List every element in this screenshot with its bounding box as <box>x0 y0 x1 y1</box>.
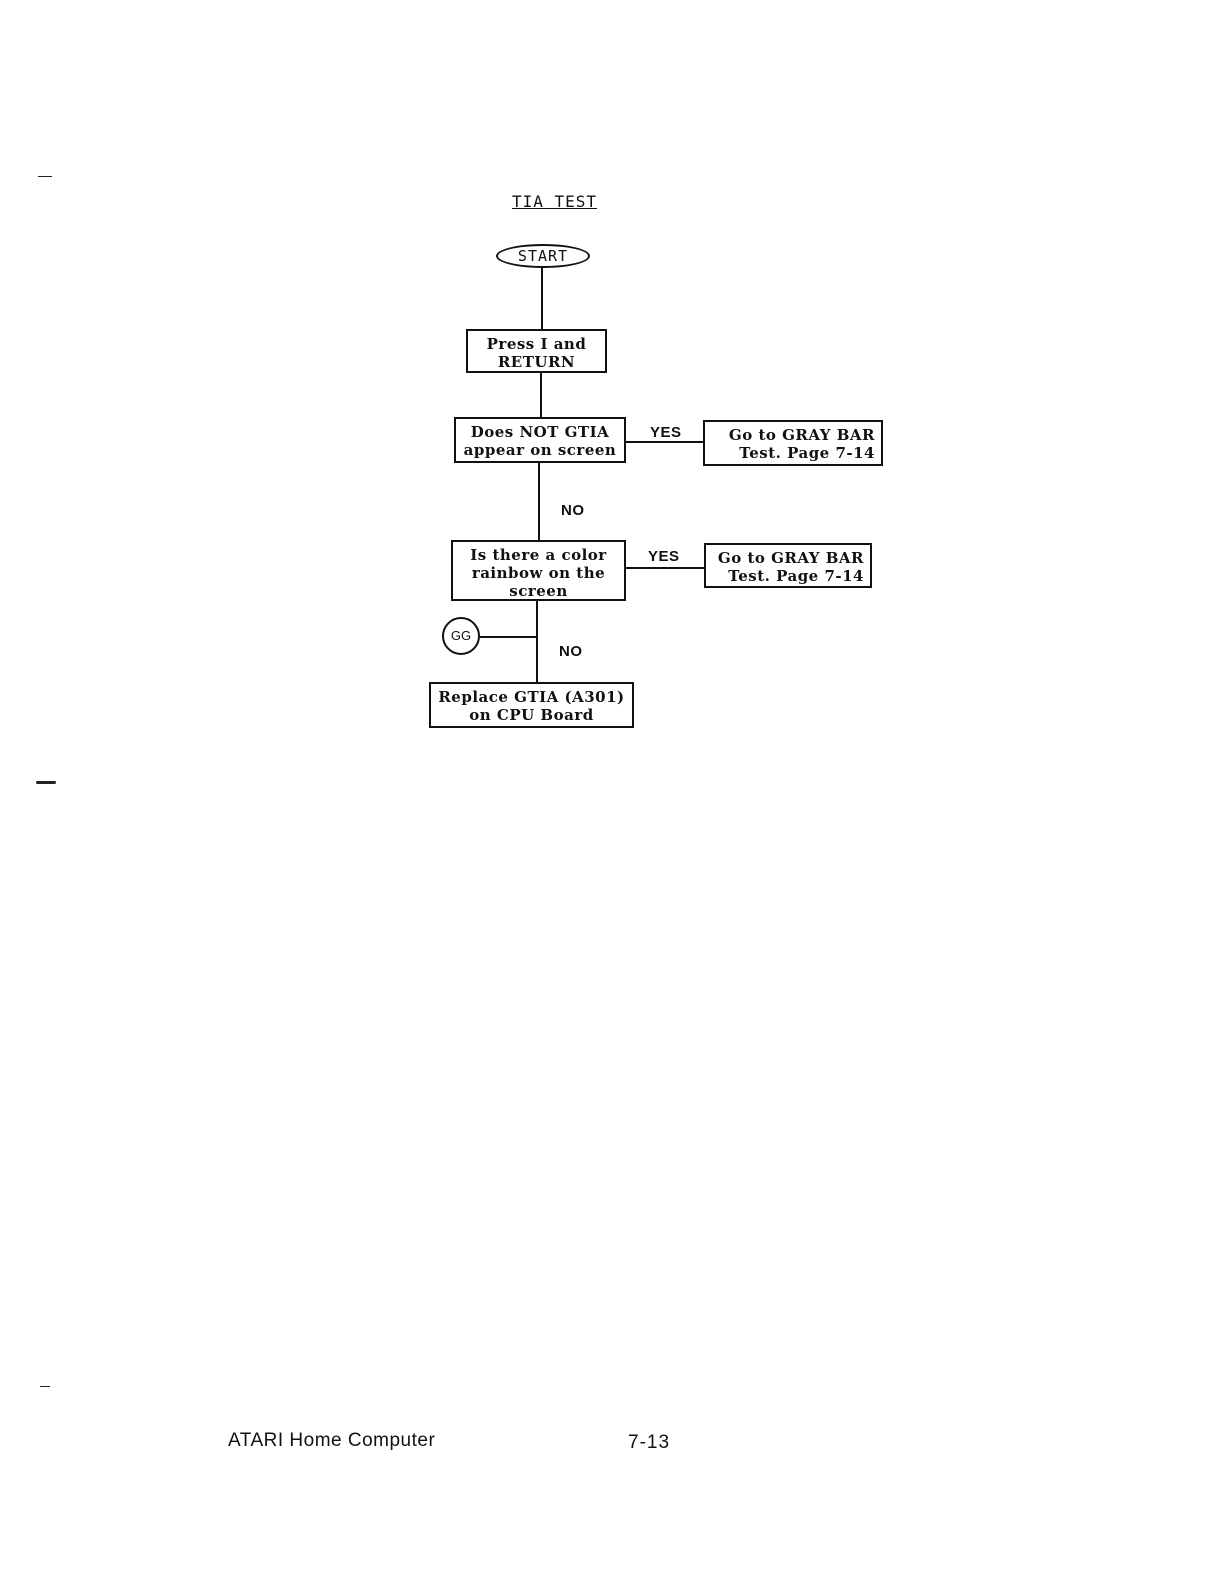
diagram-title: TIA TEST <box>512 192 597 211</box>
process-goto-graybar-2: Go to GRAY BAR Test. Page 7-14 <box>704 543 872 588</box>
process-goto-graybar-1: Go to GRAY BAR Test. Page 7-14 <box>703 420 883 466</box>
edge-label-no-2: NO <box>559 643 583 660</box>
flow-line-connector <box>480 636 538 638</box>
process-replace-gtia: Replace GTIA (A301) on CPU Board <box>429 682 634 728</box>
page-number: 7-13 <box>628 1432 670 1454</box>
flow-line-yes-2 <box>626 567 705 569</box>
flow-line-press-to-decision <box>540 373 542 418</box>
decision-color-rainbow: Is there a color rainbow on the screen <box>451 540 626 601</box>
decision-gtia-appears: Does NOT GTIA appear on screen <box>454 417 626 463</box>
edge-label-yes-2: YES <box>648 548 680 565</box>
margin-mark-middle <box>36 781 56 784</box>
margin-mark-top <box>38 176 52 177</box>
connector-gg: GG <box>442 617 480 655</box>
footer-title: ATARI Home Computer <box>228 1430 435 1452</box>
flow-line-no-2 <box>536 601 538 683</box>
process-press-i-return: Press I and RETURN <box>466 329 607 373</box>
start-terminal: START <box>496 244 590 268</box>
flow-line-no-1 <box>538 463 540 541</box>
flow-line-yes-1 <box>626 441 703 443</box>
flow-line-start-to-press <box>541 268 543 330</box>
edge-label-no-1: NO <box>561 502 585 519</box>
margin-mark-bottom <box>40 1386 50 1387</box>
edge-label-yes-1: YES <box>650 424 682 441</box>
